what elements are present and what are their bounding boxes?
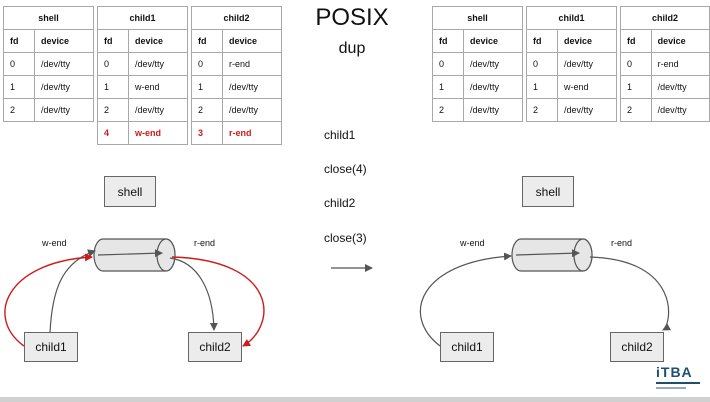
cell-device: /dev/tty [128, 52, 188, 76]
pipe-icon [511, 238, 593, 272]
col-device: device [463, 29, 523, 53]
child1-box-right: child1 [440, 332, 494, 362]
cell-fd: 0 [432, 52, 464, 76]
child2-box-right: child2 [610, 332, 664, 362]
cell-fd: 0 [97, 52, 129, 76]
table-row: 0/dev/tty [526, 52, 617, 76]
logo-subtext-line [656, 387, 686, 389]
arrow-child1-w-end-right [419, 252, 512, 347]
w-end-label: w-end [42, 238, 67, 248]
cell-device: /dev/tty [650, 75, 710, 99]
cell-device: /dev/tty [557, 98, 617, 122]
table-row: 1/dev/tty [620, 75, 710, 99]
col-fd: fd [191, 29, 223, 53]
table-title: child2 [620, 6, 710, 30]
child1-box-left: child1 [24, 332, 78, 362]
r-end-label: r-end [611, 238, 633, 248]
cell-fd: 3 [191, 121, 223, 145]
r-end-label: r-end [194, 238, 216, 248]
logo-underline [656, 382, 700, 384]
w-end-label: w-end [460, 238, 485, 248]
slide-subtitle: dup [338, 40, 366, 57]
cell-fd: 1 [3, 75, 35, 99]
table-row: 2/dev/tty [97, 98, 188, 122]
arrow-child1-w-end-dup [4, 253, 93, 347]
pipe-icon [93, 238, 176, 272]
step-label: child2 [324, 196, 356, 210]
cell-device: w-end [128, 75, 188, 99]
cell-device: /dev/tty [34, 52, 94, 76]
table-title: child1 [97, 6, 188, 30]
arrow-r-end-child2-dup [171, 256, 265, 347]
cell-device: /dev/tty [128, 98, 188, 122]
col-device: device [650, 29, 710, 53]
cell-device: /dev/tty [650, 98, 710, 122]
col-fd: fd [432, 29, 464, 53]
step-label: close(4) [324, 162, 367, 176]
cell-device: w-end [128, 121, 188, 145]
cell-device: /dev/tty [463, 98, 523, 122]
cell-fd: 2 [620, 98, 652, 122]
cell-fd: 4 [97, 121, 129, 145]
cell-fd: 1 [620, 75, 652, 99]
table-row: 1/dev/tty [432, 75, 523, 99]
cell-fd: 2 [97, 98, 129, 122]
itba-logo: iTBA [656, 364, 706, 396]
cell-device: /dev/tty [557, 52, 617, 76]
table-title: shell [432, 6, 523, 30]
cell-fd: 2 [3, 98, 35, 122]
child2-box-left: child2 [188, 332, 242, 362]
arrow-r-end-child2-right [589, 256, 672, 331]
table-row: 0/dev/tty [432, 52, 523, 76]
table-title: child2 [191, 6, 282, 30]
shell-box-right: shell [522, 176, 574, 207]
step-label: close(3) [324, 231, 367, 245]
cell-device: /dev/tty [222, 75, 282, 99]
step-label: child1 [324, 128, 356, 142]
cell-fd: 1 [526, 75, 558, 99]
table-row: 0/dev/tty [97, 52, 188, 76]
arrow-child1-w-end [49, 249, 96, 334]
table-row: 2/dev/tty [526, 98, 617, 122]
cell-device: /dev/tty [463, 52, 523, 76]
shell-box-left: shell [104, 176, 156, 207]
col-device: device [222, 29, 282, 53]
cell-device: r-end [650, 52, 710, 76]
slide-title: POSIX [315, 4, 389, 31]
footer-bar [0, 397, 710, 402]
table-row: 2/dev/tty [620, 98, 710, 122]
cell-device: /dev/tty [34, 98, 94, 122]
table-row: 1/dev/tty [191, 75, 282, 99]
cell-device: r-end [222, 121, 282, 145]
cell-device: /dev/tty [463, 75, 523, 99]
table-row: 2/dev/tty [432, 98, 523, 122]
table-row: 2/dev/tty [3, 98, 94, 122]
logo-text: iTBA [656, 364, 693, 380]
arrow-r-end-child2 [169, 257, 218, 331]
table-row: 0/dev/tty [3, 52, 94, 76]
